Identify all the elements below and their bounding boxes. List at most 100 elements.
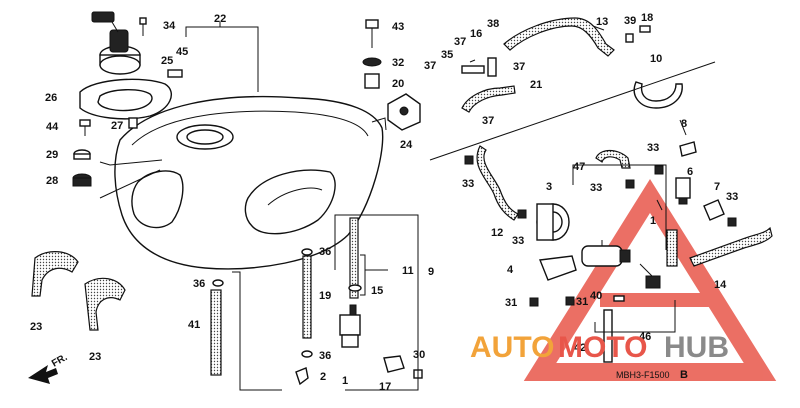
collar-32	[362, 57, 382, 67]
connector-40	[639, 263, 661, 289]
callout-15: 15	[371, 285, 383, 297]
callout-16: 16	[470, 28, 482, 40]
callout-33-e: 33	[512, 235, 524, 247]
callout-47: 47	[573, 161, 585, 173]
callout-8: 8	[681, 118, 687, 130]
nut-31b	[565, 296, 575, 306]
callout-43: 43	[392, 21, 404, 33]
callout-17: 17	[379, 381, 391, 393]
callout-21: 21	[530, 79, 542, 91]
callout-33-d: 33	[726, 191, 738, 203]
clip-36a	[301, 248, 313, 256]
clip-27	[128, 117, 138, 129]
callout-26: 26	[45, 92, 57, 104]
callout-24: 24	[400, 139, 413, 151]
callout-37-a: 37	[454, 36, 466, 48]
callout-19: 19	[319, 290, 331, 302]
callout-25: 25	[161, 55, 173, 67]
joint-18	[639, 25, 651, 33]
tube-46	[666, 229, 678, 267]
collar-20	[364, 73, 380, 89]
callout-27: 27	[111, 120, 123, 132]
callout-41: 41	[188, 319, 200, 331]
bolt-40	[613, 295, 625, 302]
callout-11: 11	[402, 265, 414, 277]
watermark-moto: MOTO	[558, 331, 647, 364]
o-ring-15	[348, 284, 362, 292]
callout-numbers: 22 34 25 45 26 44 27 29 28 43 32 20 24 3…	[30, 12, 738, 393]
washer-29	[73, 149, 91, 160]
callout-46: 46	[639, 331, 651, 343]
tube-13	[503, 17, 615, 57]
tube-12	[476, 145, 519, 221]
clip-33e	[625, 179, 635, 189]
callout-36-b: 36	[319, 350, 331, 362]
callout-37-b: 37	[424, 60, 436, 72]
clip-8	[679, 141, 697, 157]
tank-pad	[79, 78, 172, 120]
callout-39: 39	[624, 15, 636, 27]
callout-31-a: 31	[505, 297, 517, 309]
callout-4: 4	[507, 264, 514, 276]
fuel-strainer-tube	[349, 217, 359, 299]
watermark-hub: HUB	[664, 331, 729, 364]
callout-32: 32	[392, 57, 404, 69]
bolt-34	[139, 17, 147, 36]
callout-38: 38	[487, 18, 499, 30]
clamp-2	[295, 367, 309, 386]
callout-20: 20	[392, 78, 404, 90]
callout-22: 22	[214, 13, 226, 25]
rubber-7	[703, 199, 725, 221]
clip-39	[625, 33, 634, 43]
callout-33-c: 33	[462, 178, 474, 190]
callout-30: 30	[413, 349, 425, 361]
clip-36c	[301, 350, 313, 358]
tube-42	[603, 309, 613, 363]
callout-34: 34	[163, 20, 176, 32]
clip-33b	[517, 209, 527, 219]
fuel-valve	[339, 304, 361, 348]
callout-45: 45	[176, 46, 188, 58]
callout-44: 44	[46, 121, 59, 133]
tube-41	[210, 289, 222, 376]
bolt-44	[79, 119, 91, 136]
tube-19	[302, 255, 312, 339]
bracket-24	[387, 93, 421, 131]
callout-1-b: 1	[342, 375, 348, 387]
filler-cap	[91, 11, 141, 75]
side-cover-left	[31, 251, 79, 297]
callout-7: 7	[714, 181, 720, 193]
callout-10: 10	[650, 53, 662, 65]
callout-6: 6	[687, 166, 693, 178]
callout-3: 3	[546, 181, 552, 193]
fuel-tank	[114, 95, 387, 270]
clip-33c	[464, 155, 474, 165]
callout-42: 42	[574, 342, 586, 354]
callout-18: 18	[641, 12, 653, 24]
front-label: FR.	[50, 352, 70, 370]
three-way-joint	[461, 57, 497, 77]
callout-23-b: 23	[89, 351, 101, 363]
callout-36-a: 36	[319, 246, 331, 258]
clip-33	[654, 165, 664, 175]
callout-2: 2	[320, 371, 326, 383]
callout-36-c: 36	[193, 278, 205, 290]
callout-33-b: 33	[590, 182, 602, 194]
callout-35: 35	[441, 49, 453, 61]
tube-10	[633, 81, 683, 109]
bolt-43	[365, 19, 379, 48]
callout-37-d: 37	[482, 115, 494, 127]
watermark-logo: AUTO MOTO HUB	[470, 331, 729, 364]
callout-31-b: 31	[576, 296, 588, 308]
callout-28: 28	[46, 175, 58, 187]
pump-bracket-4	[539, 255, 577, 281]
callout-33-a: 33	[647, 142, 659, 154]
tube-21	[461, 85, 516, 113]
watermark-auto: AUTO	[470, 331, 554, 364]
fuel-pump	[581, 240, 631, 267]
diagram-code-suffix: B	[680, 369, 688, 381]
filter-3	[536, 203, 570, 241]
fuel-cut-relay-6	[675, 177, 691, 205]
label-plate	[167, 69, 183, 78]
